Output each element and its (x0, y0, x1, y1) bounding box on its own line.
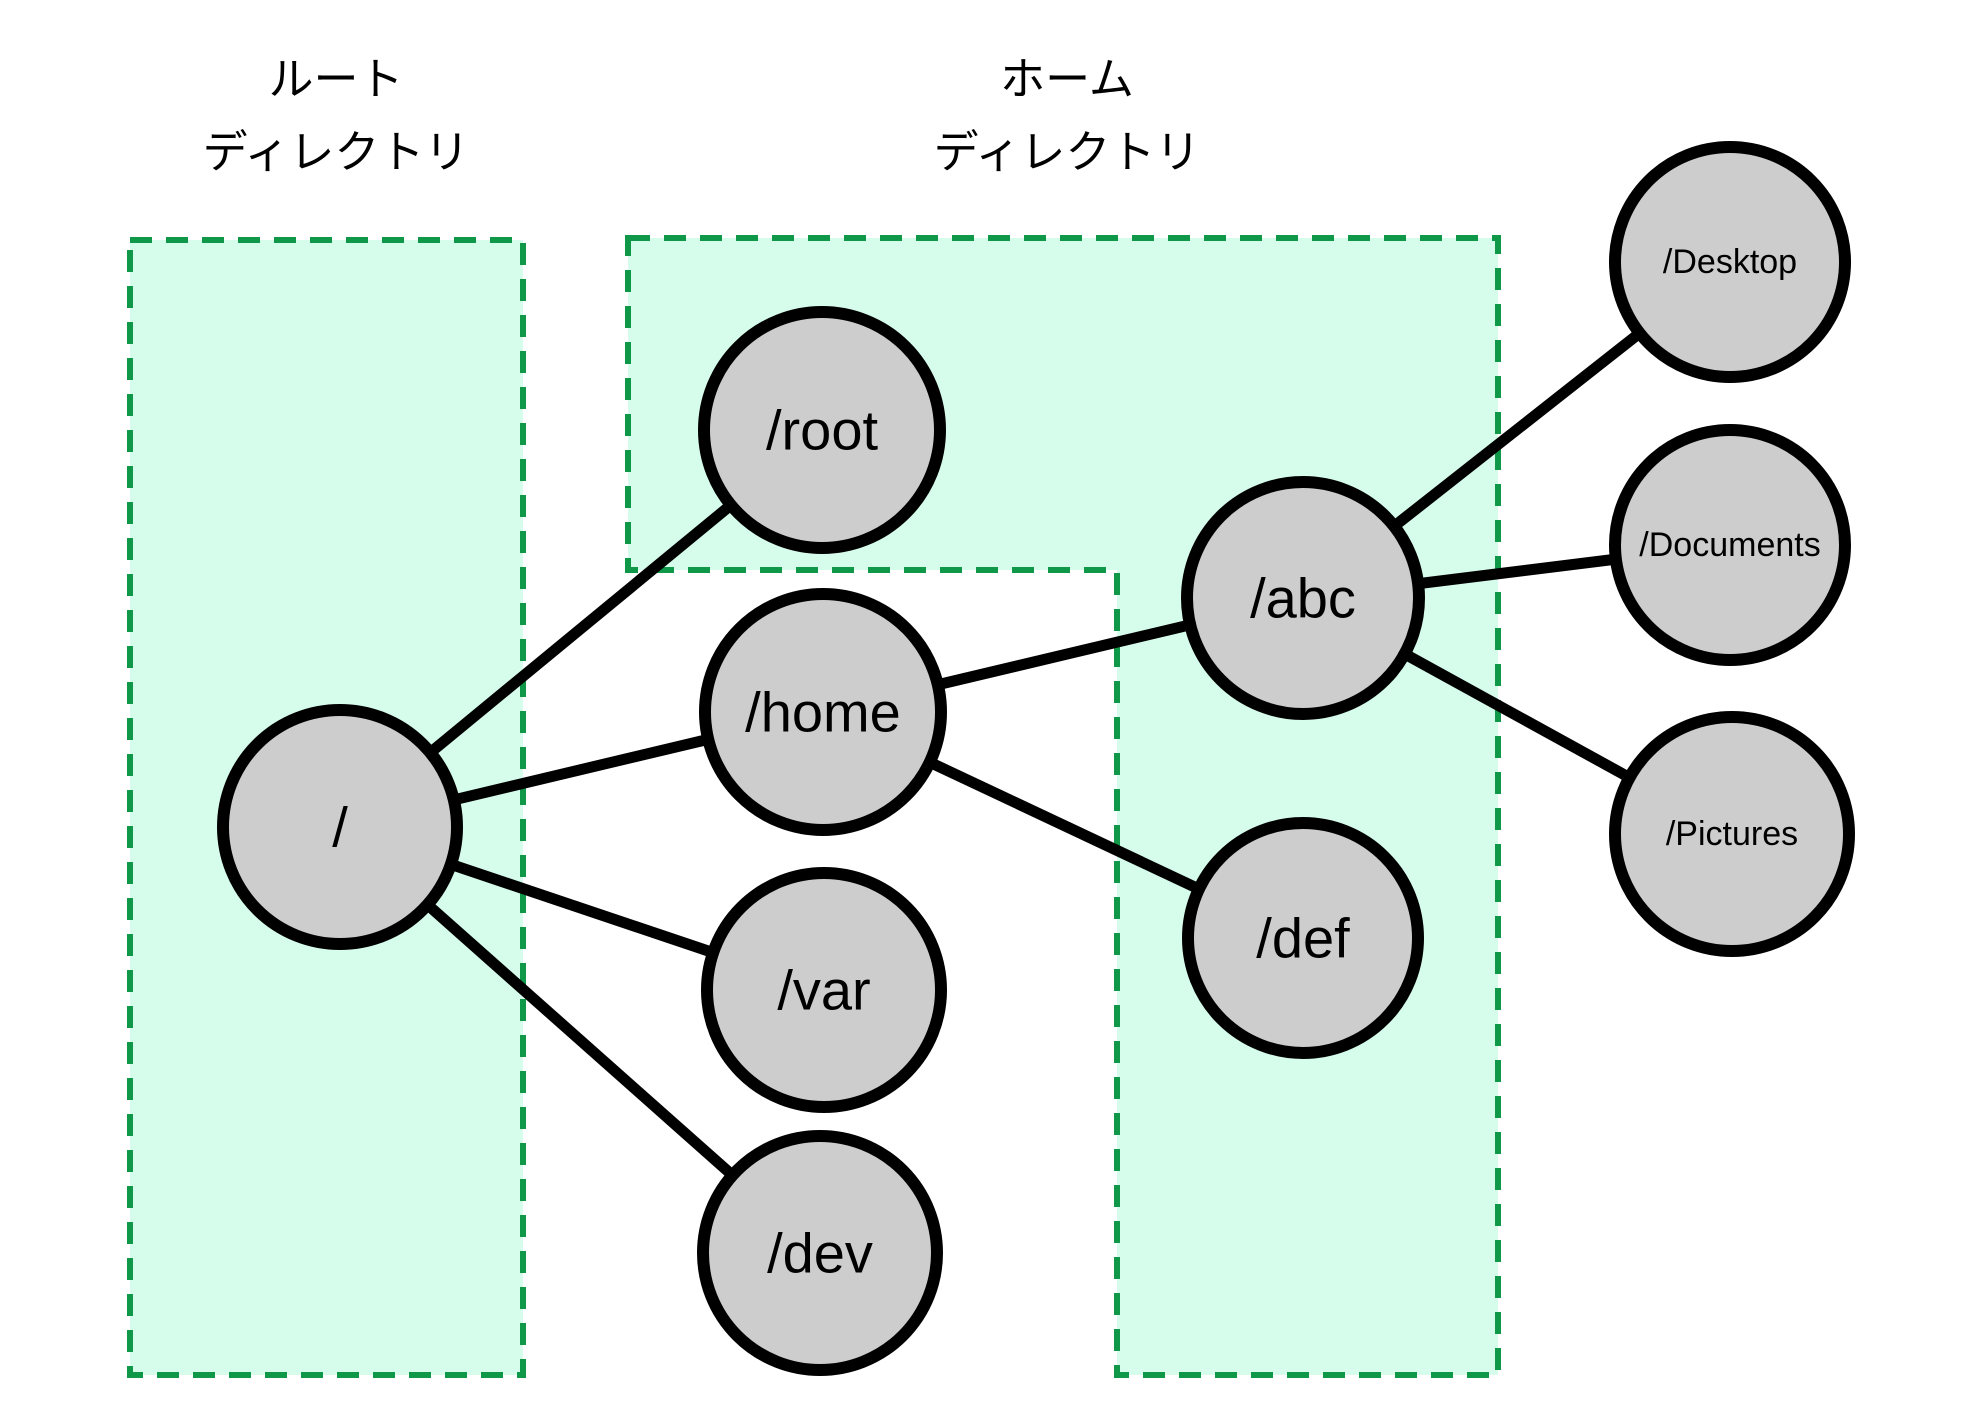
node-home-label: /home (745, 681, 901, 744)
node-pictures-label: /Pictures (1666, 815, 1798, 853)
node-var: /var (701, 867, 947, 1113)
node-desktop-circle (1609, 141, 1851, 383)
node-abc: /abc (1181, 476, 1425, 720)
node-desktop: /Desktop (1609, 141, 1851, 383)
home-directory-caption-line2: ディレクトリ (934, 127, 1201, 178)
node-var-circle (701, 867, 947, 1113)
home-directory-caption-line1: ホーム (1000, 54, 1134, 105)
node-root: / (217, 704, 463, 950)
node-var-label: /var (777, 959, 870, 1022)
node-abc-circle (1181, 476, 1425, 720)
node-dev-label: /dev (767, 1222, 873, 1285)
home-directory-caption: ホーム ディレクトリ (934, 54, 1201, 178)
node-rootdir-circle (698, 306, 946, 554)
node-root-circle (217, 704, 463, 950)
node-rootdir-label: /root (766, 399, 878, 462)
node-def-circle (1182, 817, 1424, 1059)
node-desktop-label: /Desktop (1663, 243, 1797, 281)
node-dev-circle (697, 1130, 943, 1376)
root-directory-caption-line1: ルート (268, 54, 403, 105)
node-documents-label: /Documents (1639, 526, 1820, 564)
node-documents: /Documents (1609, 424, 1851, 666)
node-root-label: / (332, 796, 348, 859)
node-dev: /dev (697, 1130, 943, 1376)
node-pictures: /Pictures (1609, 711, 1855, 957)
node-home-circle (699, 588, 947, 836)
node-home: /home (699, 588, 947, 836)
node-abc-label: /abc (1250, 567, 1356, 630)
node-def: /def (1182, 817, 1424, 1059)
node-def-label: /def (1256, 907, 1350, 970)
node-pictures-circle (1609, 711, 1855, 957)
node-documents-circle (1609, 424, 1851, 666)
node-rootdir: /root (698, 306, 946, 554)
root-directory-caption-line2: ディレクトリ (203, 127, 470, 178)
root-directory-caption: ルート ディレクトリ (203, 54, 470, 178)
